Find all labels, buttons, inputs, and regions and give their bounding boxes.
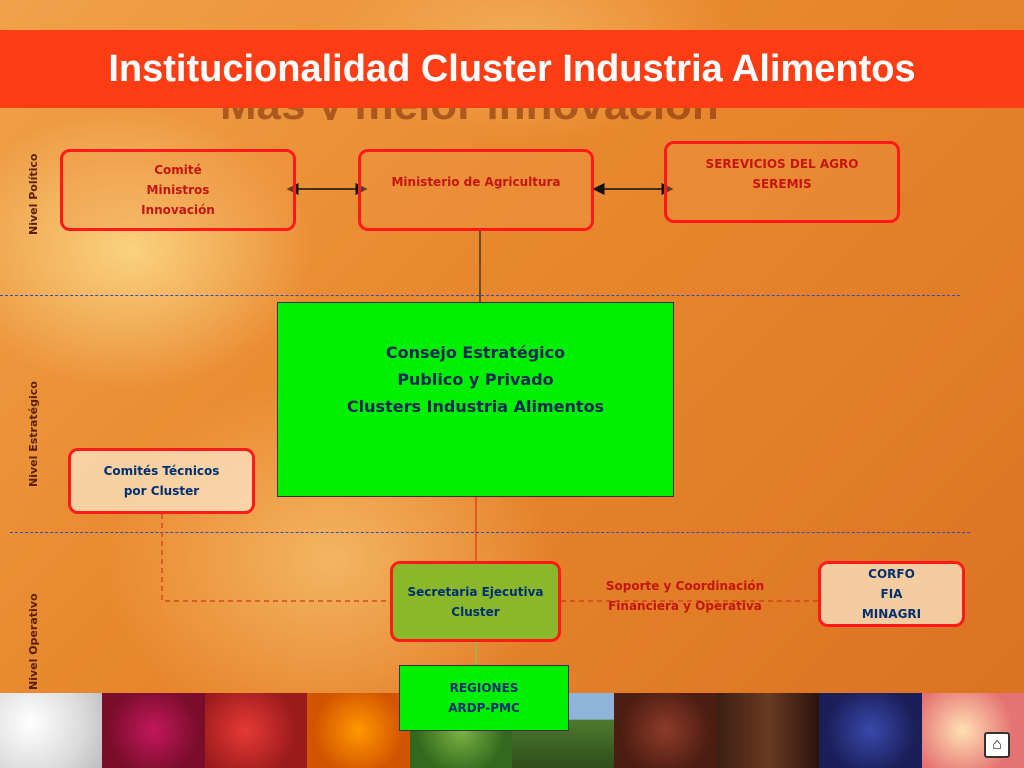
ministerio-line-1: Ministerio de Agricultura xyxy=(391,175,561,189)
corfo-line-3: MINAGRI xyxy=(861,607,922,621)
consejo-line-2: Publico y Privado xyxy=(397,370,554,389)
comites-tecnicos-line-2: por Cluster xyxy=(123,484,200,498)
grapes-image xyxy=(819,693,922,768)
consejo-estrategico-box: Consejo Estratégico Publico y Privado Cl… xyxy=(277,302,674,497)
support-line-1: Soporte y Coordinación xyxy=(605,579,765,593)
comite-line-1: Comité xyxy=(154,163,202,177)
secretaria-ejecutiva-box: Secretaria Ejecutiva Cluster xyxy=(390,561,561,642)
eggs-image xyxy=(0,693,103,768)
comite-line-3: Innovación xyxy=(141,203,215,217)
corfo-line-2: FIA xyxy=(880,587,903,601)
dashed-comites-secretaria xyxy=(161,514,392,602)
meat-image xyxy=(614,693,717,768)
consejo-line-3: Clusters Industria Alimentos xyxy=(346,397,605,416)
comite-ministros-box: Comité Ministros Innovación xyxy=(60,149,296,231)
comites-tecnicos-box: Comités Técnicos por Cluster xyxy=(68,448,255,514)
slide-title: Institucionalidad Cluster Industria Alim… xyxy=(108,47,916,90)
regiones-box: REGIONES ARDP-PMC xyxy=(399,665,569,731)
consejo-line-1: Consejo Estratégico xyxy=(385,343,566,362)
wine-image xyxy=(716,693,820,768)
secretaria-line-2: Cluster xyxy=(451,604,500,619)
comites-tecnicos-line-1: Comités Técnicos xyxy=(103,464,220,478)
ministerio-agricultura-box: Ministerio de Agricultura xyxy=(358,149,594,231)
regiones-line-2: ARDP-PMC xyxy=(448,701,520,715)
peppers-image xyxy=(307,693,410,768)
apples-image xyxy=(204,693,308,768)
corfo-fia-minagri-box: CORFO FIA MINAGRI xyxy=(818,561,965,627)
soporte-coordinacion-label: Soporte y Coordinación Financiera y Oper… xyxy=(595,576,775,616)
divider-estrategico-operativo xyxy=(10,532,970,533)
support-line-2: Financiera y Operativa xyxy=(608,599,762,613)
servicios-agro-box: SEREVICIOS DEL AGRO SEREMIS xyxy=(664,141,900,223)
regiones-line-1: REGIONES xyxy=(449,681,519,695)
servicios-line-1: SEREVICIOS DEL AGRO xyxy=(705,157,859,171)
title-bar xyxy=(0,30,1024,108)
servicios-line-2: SEREMIS xyxy=(752,177,812,191)
berries-image xyxy=(102,693,205,768)
corfo-line-1: CORFO xyxy=(868,567,915,581)
secretaria-line-1: Secretaria Ejecutiva xyxy=(407,584,544,599)
home-icon[interactable]: ⌂ xyxy=(984,732,1010,758)
comite-line-2: Ministros xyxy=(146,183,210,197)
